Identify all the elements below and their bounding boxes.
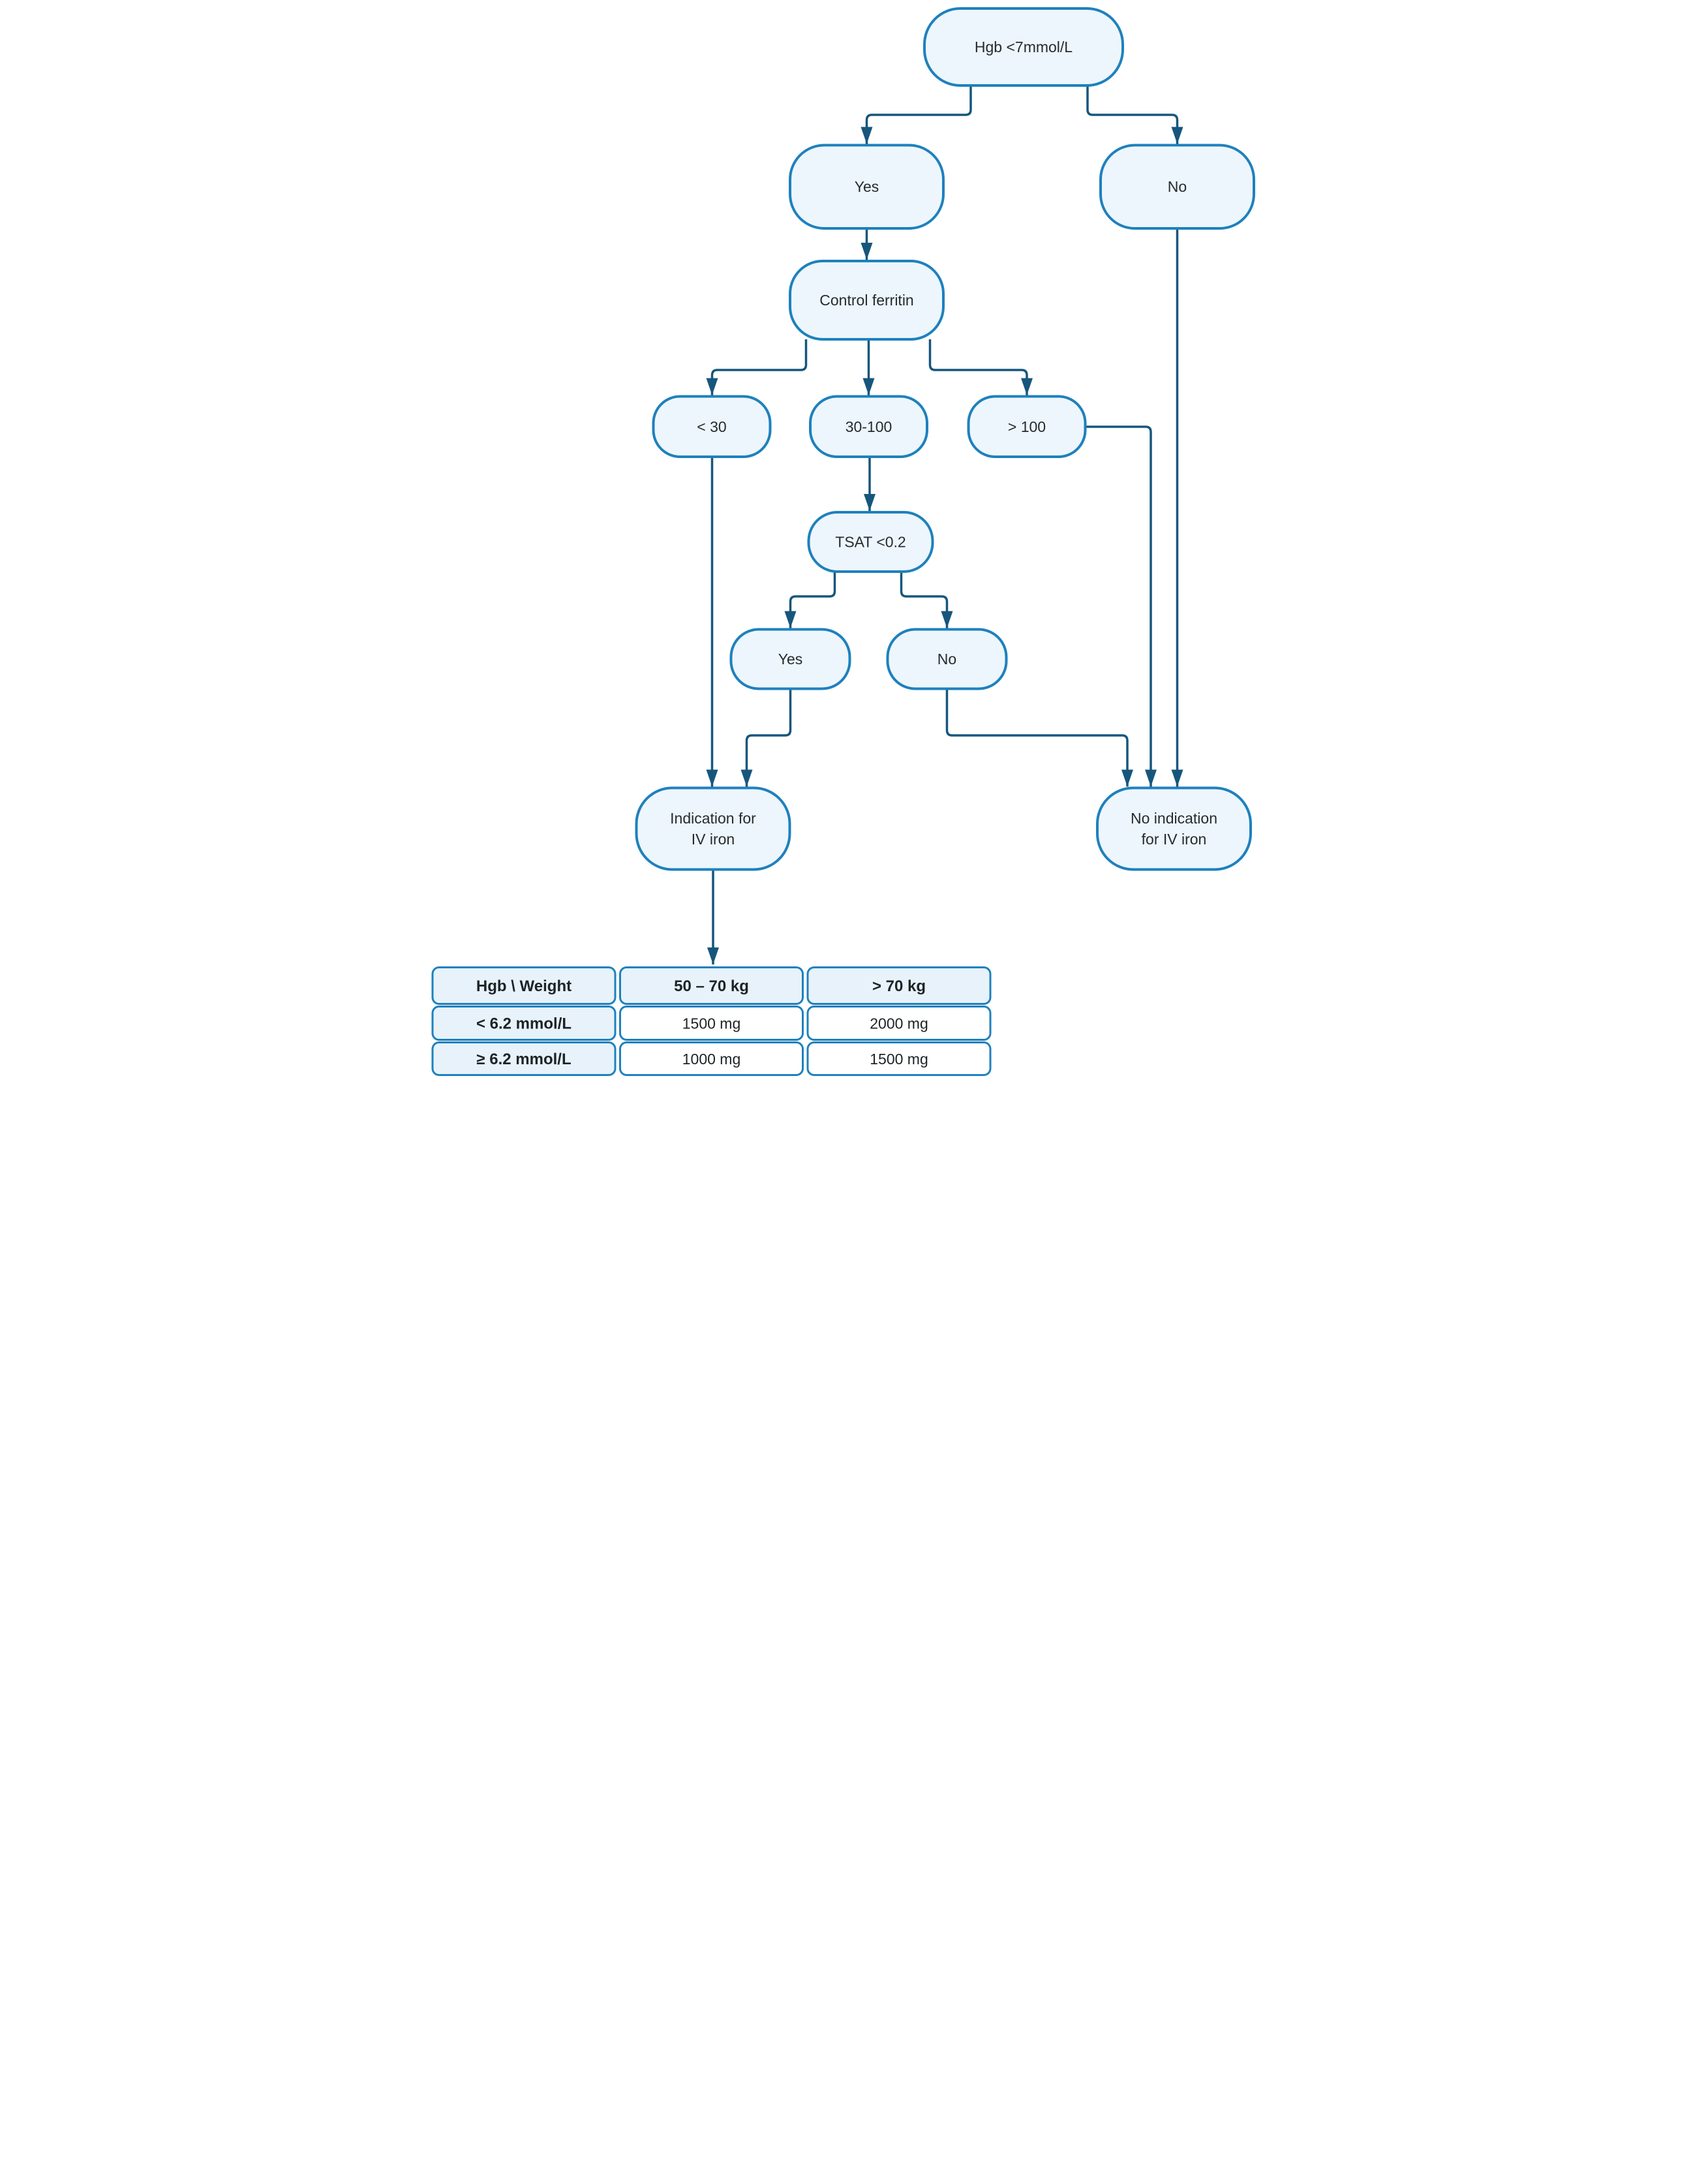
node-ferritin-gt100-label: > 100: [1008, 418, 1046, 435]
flowchart-canvas: Hgb <7mmol/L Yes No Control ferritin < 3…: [431, 7, 1255, 1076]
table-header-hgb-weight: [431, 966, 617, 1005]
table-header-gt70kg: [806, 966, 992, 1005]
node-hgb-no: [1099, 144, 1255, 230]
node-hgb-yes: [789, 144, 945, 230]
node-indication-line2: IV iron: [692, 831, 735, 848]
node-ferritin-gt100: [967, 395, 1087, 458]
node-ferritin-lt30: [652, 395, 772, 458]
node-no-indication-line2: for IV iron: [1142, 831, 1207, 848]
table-row2-dose-50-70-label: 1000 mg: [682, 1051, 741, 1068]
node-tsat-label: TSAT <0.2: [835, 534, 906, 551]
node-ferritin-30-100: [809, 395, 928, 458]
table-row2-hgb-label: ≥ 6.2 mmol/L: [476, 1051, 571, 1068]
connector-tsatyes-to-indication: [740, 688, 792, 787]
node-tsat-no-label: No: [937, 651, 956, 668]
node-hgb-label: Hgb <7mmol/L: [975, 38, 1073, 55]
table-row1-dose-50-70-label: 1500 mg: [682, 1015, 741, 1032]
table-row1-hgb-cell: [431, 1006, 617, 1041]
node-hgb-no-label: No: [1168, 178, 1187, 195]
node-tsat: [807, 511, 934, 573]
table-row2-hgb-cell: [431, 1041, 617, 1076]
table-header-50-70kg: [619, 966, 804, 1005]
connector-hgb-to-yes: [861, 85, 972, 144]
table-row1-dose-gt70: [806, 1006, 992, 1041]
node-tsat-yes: [729, 628, 851, 690]
connector-tsatno-to-noindication: [945, 688, 1133, 787]
node-tsat-no: [886, 628, 1008, 690]
table-row2-dose-gt70: [806, 1041, 992, 1076]
table-row2-dose-50-70: [619, 1041, 804, 1076]
node-hgb-yes-label: Yes: [855, 178, 879, 195]
connector-ferritin-to-lt30: [706, 339, 808, 395]
node-no-indication-iv-iron: [1096, 786, 1252, 871]
node-ferritin-lt30-label: < 30: [697, 418, 726, 435]
node-no-indication-line1: No indication: [1131, 810, 1217, 827]
dose-table: Hgb \ Weight 50 – 70 kg > 70 kg < 6.2 mm…: [431, 966, 992, 1076]
connector-hgb-to-no: [1086, 85, 1183, 144]
node-ferritin-30-100-label: 30-100: [846, 418, 892, 435]
table-row2-dose-gt70-label: 1500 mg: [870, 1051, 928, 1068]
table-header-gt70kg-label: > 70 kg: [872, 977, 926, 995]
table-header-hgb-weight-label: Hgb \ Weight: [476, 977, 571, 995]
node-tsat-yes-label: Yes: [778, 651, 803, 668]
table-row1-hgb-label: < 6.2 mmol/L: [476, 1015, 571, 1033]
node-hgb: [923, 7, 1124, 87]
table-row1-dose-50-70: [619, 1006, 804, 1041]
table-row1-dose-gt70-label: 2000 mg: [870, 1015, 928, 1032]
node-control-ferritin-label: Control ferritin: [819, 292, 913, 309]
node-indication-line1: Indication for: [670, 810, 756, 827]
connector-tsat-to-yes: [784, 572, 836, 628]
connector-tsat-to-no: [900, 572, 953, 628]
node-control-ferritin: [789, 260, 945, 341]
connector-gt100-to-noindication: [1086, 425, 1157, 787]
node-indication-iv-iron: [635, 786, 791, 871]
flowchart-page: Hgb <7mmol/L Yes No Control ferritin < 3…: [423, 0, 1268, 1092]
table-header-50-70kg-label: 50 – 70 kg: [674, 977, 749, 995]
connector-ferritin-to-gt100: [928, 339, 1033, 395]
